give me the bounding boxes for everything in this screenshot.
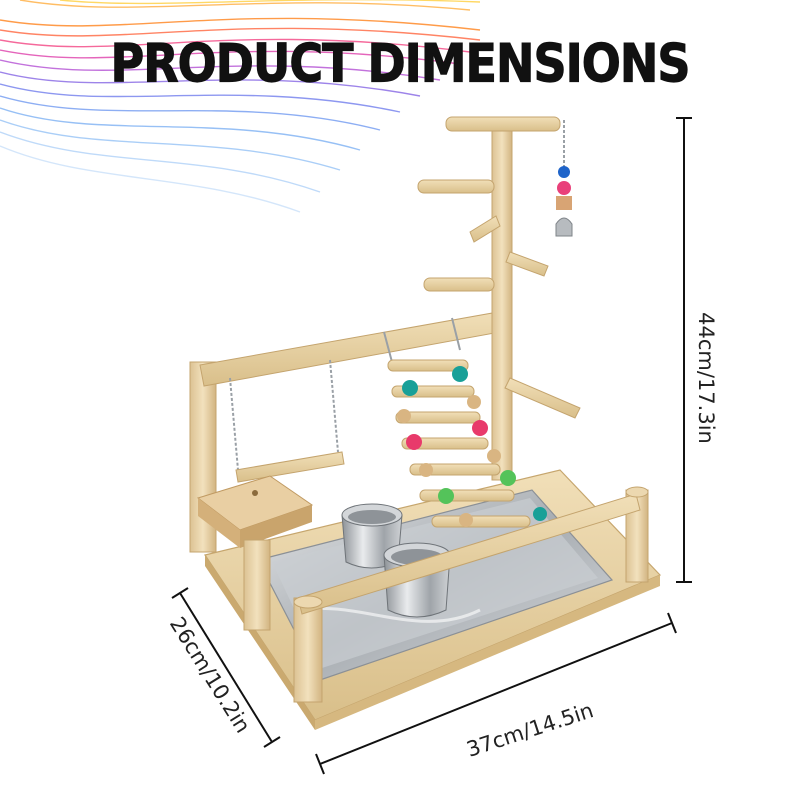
- page-title: PRODUCT DIMENSIONS: [110, 31, 691, 95]
- decorative-waves: [0, 0, 481, 213]
- hanging-toy: [555, 120, 573, 237]
- front-fence: [293, 486, 649, 703]
- height-dimension-label: 44cm/17.3in: [694, 312, 718, 444]
- wooden-platform: [196, 475, 314, 631]
- ladder: [383, 317, 547, 528]
- perch-tower: [417, 116, 581, 481]
- dimension-lines: [171, 117, 692, 775]
